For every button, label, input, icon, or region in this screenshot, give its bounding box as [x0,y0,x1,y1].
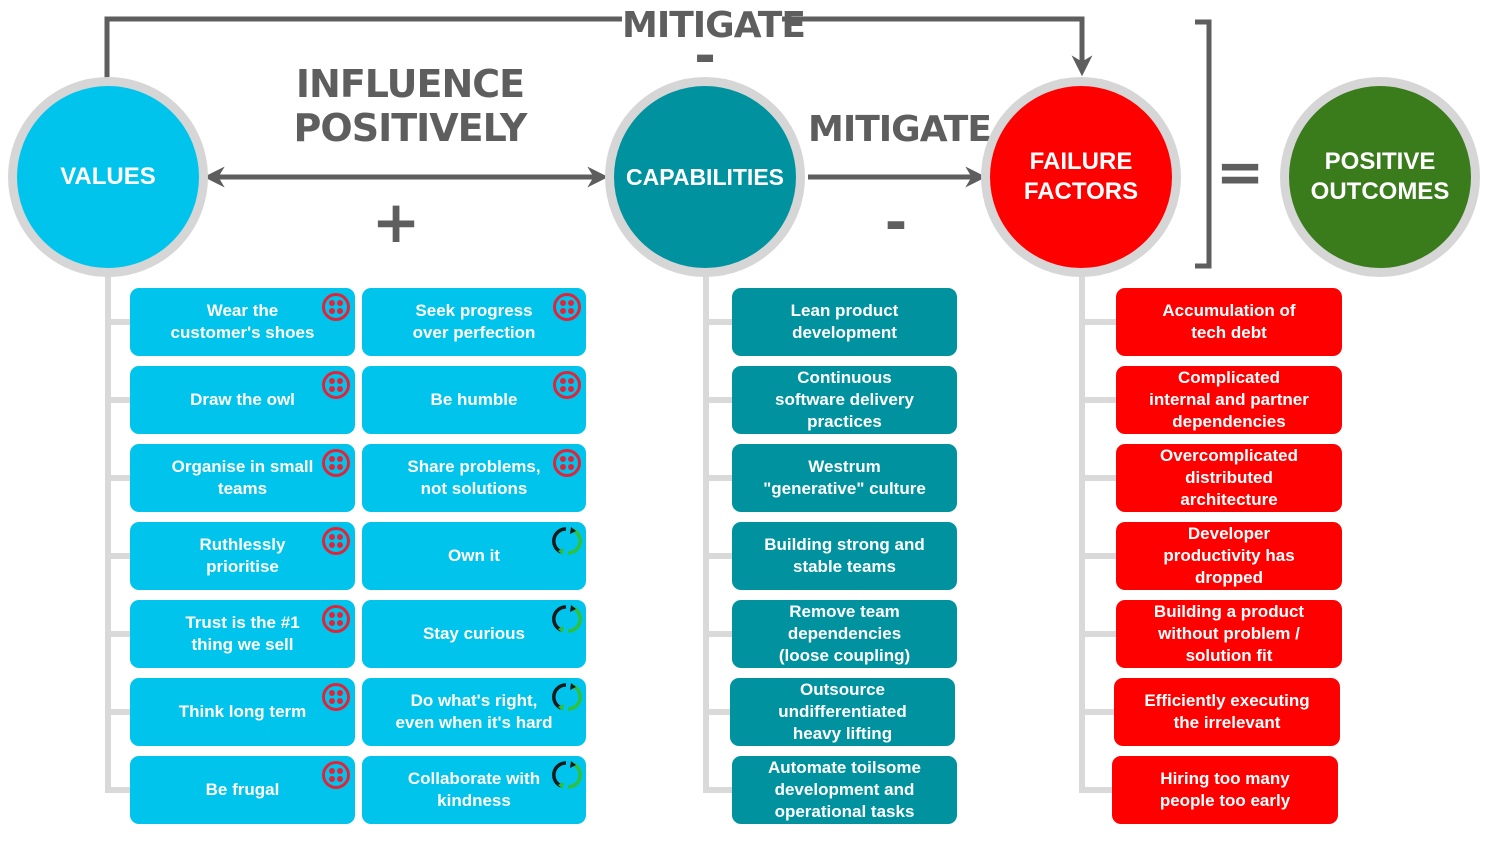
capability-box: Continuous software delivery practices [732,366,957,434]
value-text: Trust is the #1 thing we sell [185,613,300,654]
positive-outcomes-circle: POSITIVE OUTCOMES [1280,77,1480,277]
value-box: Own it [362,522,586,590]
capability-box: Remove team dependencies (loose coupling… [732,600,957,668]
capability-box: Westrum "generative" culture [732,444,957,512]
cycle-icon [552,605,582,633]
value-box: Seek progress over perfection [362,288,586,356]
minus-top-sign: - [694,26,716,86]
value-text: Be frugal [205,780,280,799]
failure-factor-box: Efficiently executing the irrelevant [1114,678,1340,746]
capabilities-circle: CAPABILITIES [605,77,805,277]
twilio-icon [322,761,350,789]
twilio-icon [553,449,581,477]
failure-factor-box: Complicated internal and partner depende… [1116,366,1342,434]
failure-factor-box: Overcomplicated distributed architecture [1116,444,1342,512]
value-box: Trust is the #1 thing we sell [130,600,355,668]
value-box: Ruthlessly prioritise [130,522,355,590]
twilio-icon [322,683,350,711]
value-text: Think long term [178,702,307,721]
equals-sign: = [1215,138,1265,206]
value-text: Organise in small teams [171,457,314,498]
value-box: Organise in small teams [130,444,355,512]
value-box: Do what's right, even when it's hard [362,678,586,746]
value-box: Collaborate with kindness [362,756,586,824]
failure-factor-box: Hiring too many people too early [1112,756,1338,824]
cycle-icon [552,527,582,555]
mitigate-top-label: MITIGATE [622,4,806,48]
value-text: Ruthlessly prioritise [199,535,286,576]
capability-box: Lean product development [732,288,957,356]
value-text: Own it [448,546,500,565]
twilio-icon [553,293,581,321]
mitigate-top-arrow [104,16,1093,80]
value-box: Share problems, not solutions [362,444,586,512]
value-box: Think long term [130,678,355,746]
value-text: Draw the owl [190,390,295,409]
value-box: Wear the customer's shoes [130,288,355,356]
failure-factor-box: Accumulation of tech debt [1116,288,1342,356]
twilio-icon [322,371,350,399]
value-box: Be frugal [130,756,355,824]
twilio-icon [322,293,350,321]
capabilities-tree-lines [703,270,734,793]
values-circle: VALUES [8,77,208,277]
value-text: Stay curious [422,624,526,643]
value-text: Collaborate with kindness [407,769,541,810]
value-box: Draw the owl [130,366,355,434]
twilio-icon [322,605,350,633]
value-text: Seek progress over perfection [412,301,536,342]
value-text: Be humble [430,390,518,409]
value-text: Share problems, not solutions [407,457,541,498]
twilio-icon [322,527,350,555]
value-text: Wear the customer's shoes [170,301,315,342]
failure-factors-circle: FAILURE FACTORS [981,77,1181,277]
influence-label: INFLUENCE POSITIVELY [293,62,528,150]
failure-factor-box: Developer productivity has dropped [1116,522,1342,590]
cycle-icon [552,683,582,711]
mitigate-mid-label: MITIGATE [808,109,992,150]
values-tree-lines [105,270,132,793]
failure-tree-lines [1079,270,1118,793]
minus-mid-sign: - [884,191,908,254]
value-box: Stay curious [362,600,586,668]
failure-factor-box: Building a product without problem / sol… [1116,600,1342,668]
plus-sign: + [371,188,421,256]
bracket [1195,19,1212,269]
twilio-icon [553,371,581,399]
value-box: Be humble [362,366,586,434]
value-text: Do what's right, even when it's hard [395,691,553,732]
capability-box: Automate toilsome development and operat… [732,756,957,824]
cycle-icon [552,761,582,789]
capability-box: Outsource undifferentiated heavy lifting [730,678,955,746]
capability-box: Building strong and stable teams [732,522,957,590]
twilio-icon [322,449,350,477]
